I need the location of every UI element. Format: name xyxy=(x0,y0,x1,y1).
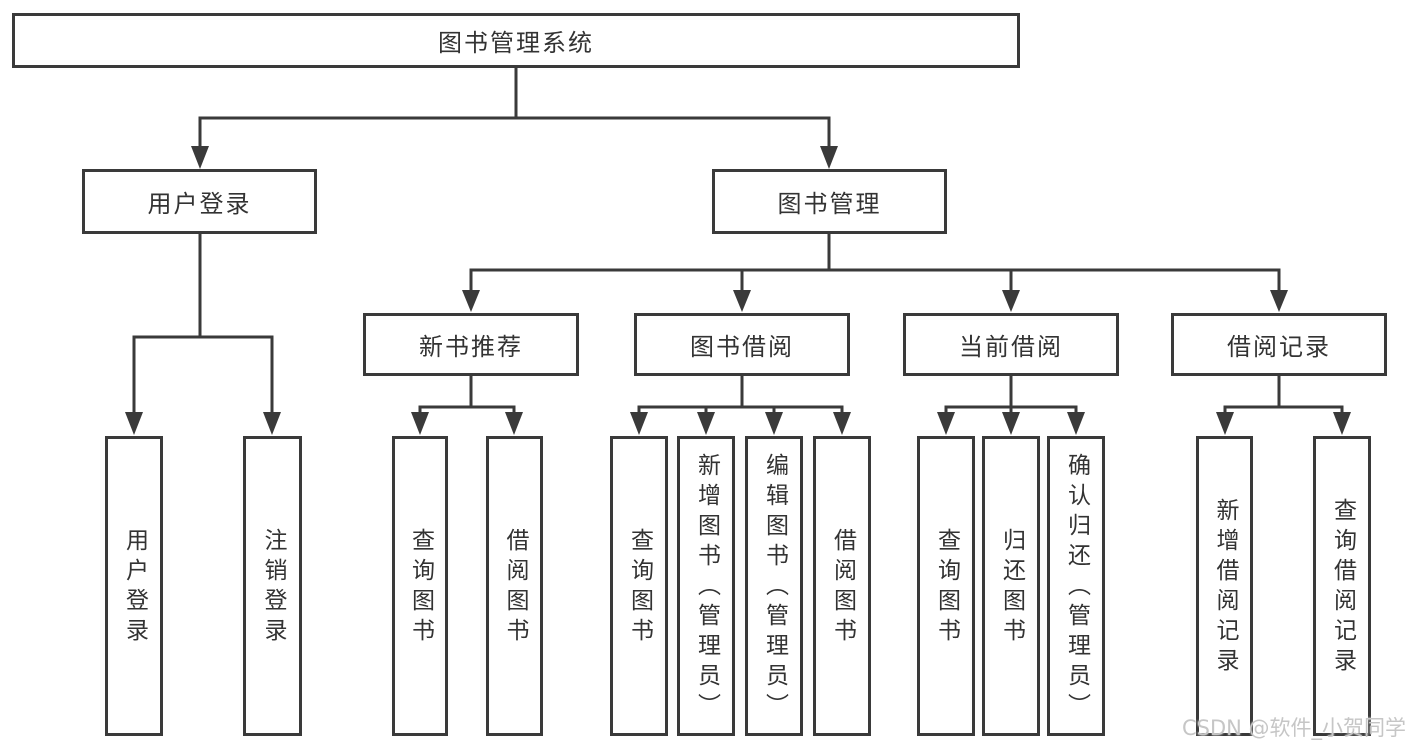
connector-records-group xyxy=(1223,376,1344,415)
node-borrow-records-label: 借阅记录 xyxy=(1227,333,1331,361)
connector-current-group xyxy=(944,376,1078,415)
arrowhead xyxy=(1216,412,1234,435)
arrowhead xyxy=(263,412,281,435)
node-book-management: 图书管理 xyxy=(712,169,947,234)
leaf-logout: 注销登录 xyxy=(243,436,302,736)
leaf-add-book-admin-label: 新增图书（管理员） xyxy=(693,453,720,723)
arrowhead xyxy=(125,412,143,435)
connector-login-to-leaves xyxy=(132,234,274,414)
node-current-borrow-label: 当前借阅 xyxy=(959,333,1063,361)
leaf-borrow-books: 借阅图书 xyxy=(813,436,871,736)
leaf-query-books-recommend-label: 查询图书 xyxy=(407,528,434,648)
leaf-edit-book-admin-label: 编辑图书（管理员） xyxy=(761,453,788,723)
arrowhead xyxy=(630,412,648,435)
node-new-book-recommend: 新书推荐 xyxy=(363,313,579,376)
arrowhead xyxy=(833,412,851,435)
arrowhead xyxy=(1002,412,1020,435)
leaf-borrow-books-label: 借阅图书 xyxy=(829,528,856,648)
connector-mgmt-to-level3 xyxy=(469,234,1281,292)
leaf-query-books-recommend: 查询图书 xyxy=(392,436,448,736)
leaf-query-borrow-record: 查询借阅记录 xyxy=(1313,436,1371,736)
arrowhead xyxy=(505,412,523,435)
node-book-management-label: 图书管理 xyxy=(777,190,882,218)
leaf-add-borrow-record-label: 新增借阅记录 xyxy=(1212,498,1238,678)
leaf-edit-book-admin: 编辑图书（管理员） xyxy=(745,436,803,736)
leaf-return-book-label: 归还图书 xyxy=(998,528,1025,648)
node-borrow-records: 借阅记录 xyxy=(1171,313,1387,376)
leaf-user-login-label: 用户登录 xyxy=(121,528,148,648)
connector-borrow-group xyxy=(637,376,844,415)
node-root: 图书管理系统 xyxy=(12,13,1020,68)
arrowhead xyxy=(191,146,209,169)
leaf-return-book: 归还图书 xyxy=(982,436,1040,736)
leaf-query-borrow-record-label: 查询借阅记录 xyxy=(1329,498,1356,678)
leaf-add-borrow-record: 新增借阅记录 xyxy=(1196,436,1253,736)
leaf-borrow-books-recommend-label: 借阅图书 xyxy=(502,528,528,648)
node-book-borrow: 图书借阅 xyxy=(634,313,850,376)
node-user-login-group: 用户登录 xyxy=(82,169,317,234)
arrowhead xyxy=(733,290,751,312)
arrowhead xyxy=(411,412,429,435)
leaf-borrow-books-recommend: 借阅图书 xyxy=(486,436,543,736)
arrowhead xyxy=(937,412,955,435)
leaf-query-books-borrow-label: 查询图书 xyxy=(626,528,653,648)
arrowhead xyxy=(1067,412,1085,435)
connector-root-to-level2 xyxy=(198,68,831,150)
arrowhead xyxy=(820,146,838,169)
leaf-query-books-borrow: 查询图书 xyxy=(610,436,668,736)
node-root-label: 图书管理系统 xyxy=(438,29,594,57)
leaf-logout-label: 注销登录 xyxy=(260,528,286,648)
arrowhead xyxy=(1002,290,1020,312)
connector-recommend-group xyxy=(418,376,516,415)
leaf-confirm-return-admin: 确认归还（管理员） xyxy=(1047,436,1105,736)
arrowhead xyxy=(765,412,783,435)
leaf-add-book-admin: 新增图书（管理员） xyxy=(677,436,735,736)
arrowhead xyxy=(697,412,715,435)
leaf-query-books-current: 查询图书 xyxy=(917,436,975,736)
csdn-watermark: CSDN @软件_小贺同学 xyxy=(1182,716,1405,740)
arrowhead xyxy=(1333,412,1351,435)
node-current-borrow: 当前借阅 xyxy=(903,313,1119,376)
node-new-book-recommend-label: 新书推荐 xyxy=(419,333,523,361)
leaf-query-books-current-label: 查询图书 xyxy=(933,528,960,648)
node-book-borrow-label: 图书借阅 xyxy=(690,333,794,361)
arrowhead xyxy=(462,290,480,312)
arrowhead xyxy=(1270,290,1288,312)
node-user-login-group-label: 用户登录 xyxy=(147,190,252,218)
leaf-user-login: 用户登录 xyxy=(105,436,163,736)
leaf-confirm-return-admin-label: 确认归还（管理员） xyxy=(1063,453,1090,723)
